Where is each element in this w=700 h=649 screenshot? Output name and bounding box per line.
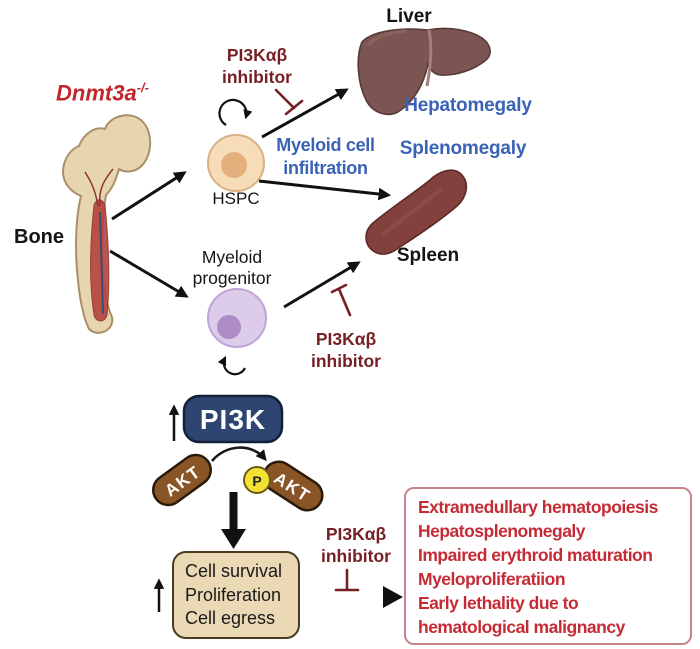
phospho-p-label: P <box>252 473 261 489</box>
arrow-bone-to-myeloid <box>109 249 189 298</box>
pi3k-inhibitor-label-hspc: PI3Kαβ inhibitor <box>222 45 292 87</box>
splenomegaly-label: Splenomegaly <box>399 138 527 159</box>
akt-inactive-pill: AKT <box>151 453 213 507</box>
myeloid-progenitor-cell-illustration <box>207 288 267 348</box>
liver-label: Liver <box>386 6 432 27</box>
arrow-bone-to-hspc <box>111 171 187 221</box>
inhibition-tbar-hspc <box>274 88 304 116</box>
myeloid-progenitor-label: Myeloid progenitor <box>192 247 272 288</box>
hspc-label: HSPC <box>212 189 260 208</box>
pi3k-inhibitor-label-outcomes: PI3Kαβ inhibitor <box>321 524 391 566</box>
phospho-p-circle: P <box>243 466 271 494</box>
arrow-signal-down <box>221 492 246 549</box>
pi3k-inhibitor-label-myeloid: PI3Kαβ inhibitor <box>311 329 381 371</box>
hepatomegaly-label: Hepatomegaly <box>404 95 532 116</box>
spleen-illustration <box>365 169 468 255</box>
cell-effects-text: Cell survival Proliferation Cell egress <box>185 561 283 628</box>
myeloid-infiltration-label: Myeloid cell infiltration <box>276 135 375 178</box>
dnmt3a-gene-text: Dnmt3a <box>56 80 137 106</box>
cell-effects-box: Cell survival Proliferation Cell egress <box>172 551 300 639</box>
arrow-akt-activation <box>210 446 267 462</box>
myeloid-self-renewal-arrow-icon <box>217 355 246 376</box>
arrow-cellbox-to-outcomes <box>301 586 403 608</box>
bone-label: Bone <box>14 226 64 248</box>
arrow-hspc-to-liver <box>261 88 349 139</box>
arrow-myeloid-to-spleen <box>283 261 361 309</box>
dnmt3a-genotype-label: Dnmt3a-/- <box>56 80 186 106</box>
dnmt3a-allele-superscript: -/- <box>136 80 149 95</box>
inhibition-tbar-myeloid <box>330 283 352 317</box>
spleen-label: Spleen <box>396 245 460 266</box>
pi3k-box: PI3K <box>182 394 284 444</box>
bone-illustration <box>61 114 151 334</box>
outcomes-box: Extramedullary hematopoiesis Hepatosplen… <box>404 487 692 645</box>
hspc-cell-illustration <box>207 134 265 192</box>
arrow-hspc-to-spleen <box>258 179 392 201</box>
outcomes-text: Extramedullary hematopoiesis Hepatosplen… <box>418 497 658 637</box>
hspc-self-renewal-arrow-icon <box>218 98 253 126</box>
liver-illustration <box>357 27 491 116</box>
pi3k-label: PI3K <box>200 404 266 435</box>
inhibition-tbar-outcomes <box>334 568 360 592</box>
